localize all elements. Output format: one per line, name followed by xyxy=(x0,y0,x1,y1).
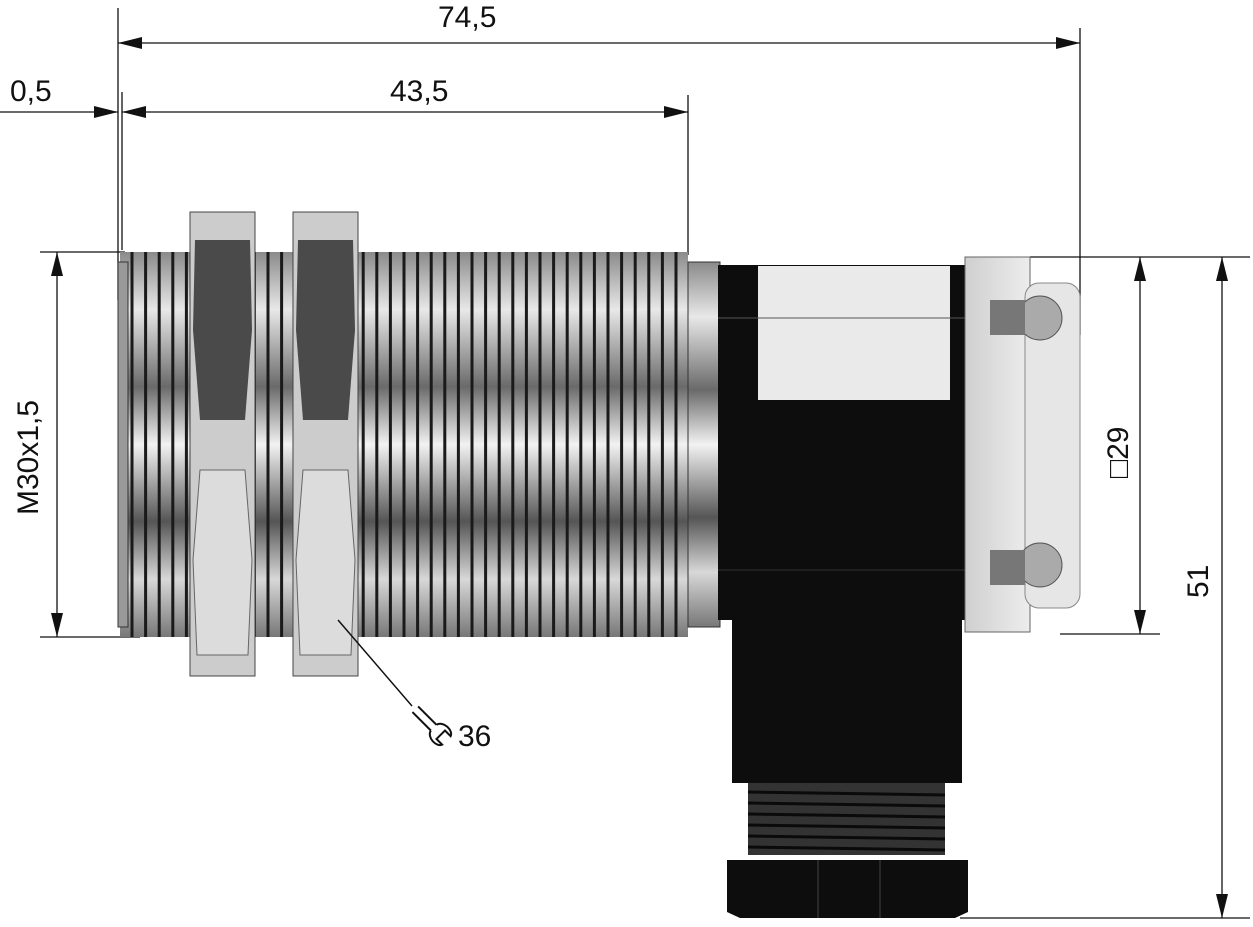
gland-thread xyxy=(747,834,946,841)
end-cap xyxy=(964,256,1081,633)
lock-nut-2 xyxy=(292,211,359,677)
label-thread-spec: M30x1,5 xyxy=(12,400,45,515)
wrench-leader-line xyxy=(337,619,413,707)
collar xyxy=(687,261,721,628)
label-thread-length: 43,5 xyxy=(390,75,448,108)
gland-thread xyxy=(747,790,946,797)
label-wrench-size: 36 xyxy=(458,720,491,753)
label-housing-square: □29 xyxy=(1102,427,1135,479)
lock-nut-1 xyxy=(189,211,256,677)
gland-thread xyxy=(747,812,946,819)
gland-thread xyxy=(747,823,946,830)
label-overall-height: 51 xyxy=(1182,565,1215,598)
cable-gland xyxy=(727,620,968,918)
connector-housing xyxy=(718,265,968,620)
gland-thread xyxy=(747,845,946,852)
label-overall-length: 74,5 xyxy=(438,1,496,34)
label-offset: 0,5 xyxy=(10,75,52,108)
wrench-icon xyxy=(411,705,453,747)
gland-thread xyxy=(747,801,946,808)
